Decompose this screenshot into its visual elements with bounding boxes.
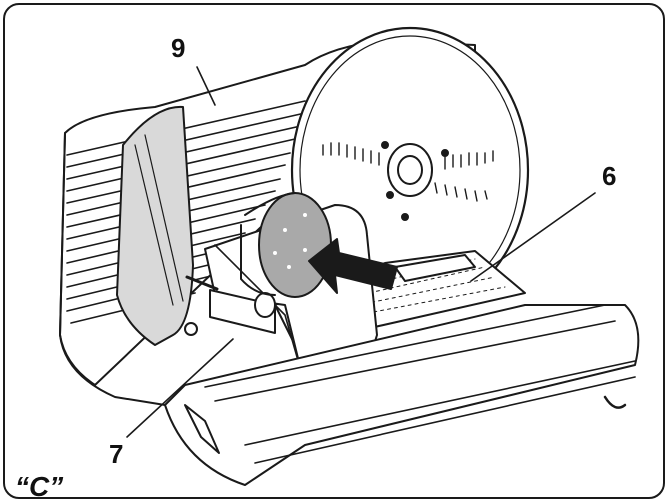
food-item: [240, 192, 332, 298]
callout-7: 7: [109, 439, 124, 469]
figure-label: “C”: [15, 471, 64, 499]
leader-lines: [126, 66, 596, 438]
thickness-guard: [116, 105, 198, 346]
base: [164, 304, 640, 486]
diagram-frame: 9 6 7 “C”: [3, 3, 665, 499]
arrow-icon: [308, 238, 398, 294]
callout-9: 9: [171, 33, 186, 63]
callout-6: 6: [602, 161, 617, 191]
slicer-illustration: [59, 26, 640, 486]
